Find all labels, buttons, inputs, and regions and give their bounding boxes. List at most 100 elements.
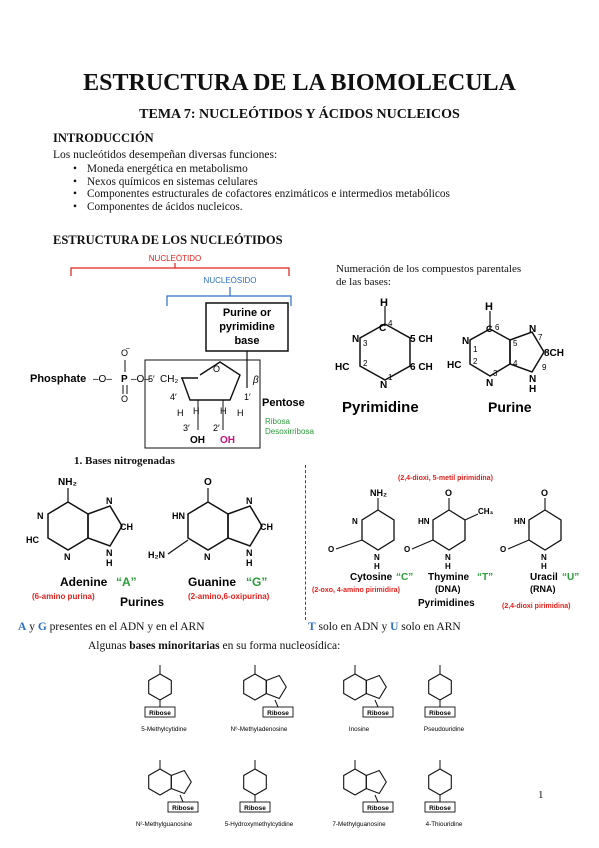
svg-text:OH: OH: [220, 435, 235, 446]
ribose-box: [362, 801, 394, 813]
svg-text:H: H: [193, 406, 200, 416]
uracil-name: Uracil: [530, 572, 558, 583]
ribose-label: Ribose: [367, 805, 389, 812]
ribose-label: Ribose: [244, 805, 266, 812]
intro-list: Moneda energética en metabolismo Nexos q…: [53, 163, 450, 213]
thymine-structure: O CH₃ HN O N H Thymine “T” (DNA): [404, 488, 494, 594]
svg-text:O: O: [121, 394, 128, 404]
purine-structure: H C 6 N 1 HC 2 N 3 5 4 N 7 8CH 9 N H Pur…: [447, 301, 564, 415]
nucleotido-bracket: [70, 267, 290, 276]
ring: [243, 673, 267, 701]
svg-text:2: 2: [363, 359, 368, 368]
svg-text:OH: OH: [190, 435, 205, 446]
svg-text:β: β: [252, 375, 259, 386]
nucleotido-label: NUCLEÓTIDO: [149, 254, 201, 263]
purines-label: Purines: [120, 595, 164, 609]
purine-label: Purine: [488, 399, 532, 415]
svg-text:C: C: [379, 323, 386, 334]
numbering-text: Numeración de los compuestos parentales …: [336, 263, 522, 288]
svg-text:N: N: [246, 496, 253, 506]
uracil-note: (2,4-dioxi pirimidina): [502, 603, 570, 610]
thymine-code: “T”: [477, 572, 493, 583]
svg-text:H₂N: H₂N: [148, 550, 165, 560]
svg-text:O: O: [121, 348, 128, 358]
svg-text:CH₂: CH₂: [160, 374, 178, 385]
svg-text:O: O: [328, 545, 334, 554]
svg-text:HC: HC: [447, 360, 461, 371]
nucleoside-name: 7-Methylguanosine: [332, 821, 386, 828]
guanine-code: “G”: [246, 575, 267, 589]
ring: [243, 768, 267, 796]
minor-nucleoside: Ribose 7-Methylguanosine: [332, 760, 394, 828]
base-box: [205, 302, 289, 352]
ribose-box: [262, 706, 294, 718]
adenine-note: (6-amino purina): [32, 592, 95, 601]
ribose-box: [144, 706, 176, 718]
svg-text:pyrimidine: pyrimidine: [219, 321, 275, 333]
bond: [274, 699, 279, 708]
minor-nucleoside: Ribose 5-Hydroxymethylcytidine: [225, 760, 294, 828]
cytosine-note: (2-oxo, 4-amino pirimidira): [312, 587, 400, 594]
adenine-structure: NH₂ N HC N N CH N H Adenine “A” (6-amino…: [26, 477, 137, 601]
svg-text:4′: 4′: [170, 392, 177, 402]
svg-text:HN: HN: [418, 517, 430, 526]
nucleoside-name: Inosine: [349, 726, 370, 733]
svg-text:3: 3: [363, 339, 368, 348]
guanine-structure: O HN H₂N N N CH N H Guanine “G” (2-amino…: [148, 477, 273, 601]
svg-text:N: N: [529, 374, 536, 385]
nucleoside-name: 5-Hydroxymethylcytidine: [225, 821, 294, 828]
svg-text:H: H: [237, 408, 244, 418]
thymine-note: (2,4-dioxi, 5-metil pirimidina): [398, 475, 493, 482]
parent-bases: H C 4 5 CH 6 CH N 3 HC 2 N 1 Pyrimidine …: [335, 297, 564, 416]
svg-text:H: H: [246, 558, 253, 568]
svg-text:N: N: [380, 380, 387, 391]
svg-text:HN: HN: [172, 511, 185, 521]
svg-text:Purine or: Purine or: [223, 307, 272, 319]
svg-text:N: N: [529, 324, 536, 335]
svg-text:H: H: [529, 384, 536, 395]
ribose-box: [239, 801, 271, 813]
ring: [428, 673, 452, 701]
svg-text:6 CH: 6 CH: [410, 362, 433, 373]
uracil-code: “U”: [562, 572, 579, 583]
guanine-name: Guanine: [188, 575, 236, 589]
ribose-ring: [181, 361, 241, 401]
svg-text:1: 1: [473, 345, 478, 354]
ring: [343, 768, 367, 796]
phosphate-label: Phosphate: [30, 373, 86, 385]
ribose-label: Ribose: [149, 710, 171, 717]
ribose-label: Ribose: [267, 710, 289, 717]
svg-text:3: 3: [493, 369, 498, 378]
svg-text:3′: 3′: [183, 423, 190, 433]
svg-text:5 CH: 5 CH: [410, 334, 433, 345]
svg-text:N: N: [445, 553, 451, 562]
pyrimidine-label: Pyrimidine: [342, 399, 419, 416]
ring: [148, 768, 172, 796]
svg-text:H: H: [380, 297, 388, 309]
svg-text:HC: HC: [335, 362, 349, 373]
ribosa-label: Ribosa: [265, 417, 290, 426]
thymine-sub: (DNA): [435, 584, 461, 594]
nucleoside-name: 4-Thiouridine: [426, 821, 463, 828]
ribose-box: [362, 706, 394, 718]
structure-heading: ESTRUCTURA DE LOS NUCLEÓTIDOS: [53, 233, 283, 247]
pyrimidines-diagram: (2,4-dioxi, 5-metil pirimidina) NH₂ N O …: [312, 475, 579, 610]
nucleoside-name: N⁶-Methyladenosine: [231, 726, 288, 733]
svg-text:8CH: 8CH: [544, 348, 564, 359]
ring: [365, 769, 387, 795]
svg-text:–: –: [126, 345, 130, 352]
minor-bases-diagram: Ribose5-MethylcytidineRiboseN⁶-Methylade…: [136, 665, 465, 828]
ribose-box: [167, 801, 199, 813]
divider: [305, 465, 307, 620]
ribose-label: Ribose: [367, 710, 389, 717]
svg-text:CH: CH: [120, 522, 133, 532]
svg-text:4: 4: [388, 319, 393, 328]
svg-text:N: N: [374, 553, 380, 562]
pentose-label: Pentose: [262, 397, 305, 409]
svg-text:H: H: [374, 562, 380, 571]
list-item: Componentes de ácidos nucleicos.: [73, 201, 450, 214]
